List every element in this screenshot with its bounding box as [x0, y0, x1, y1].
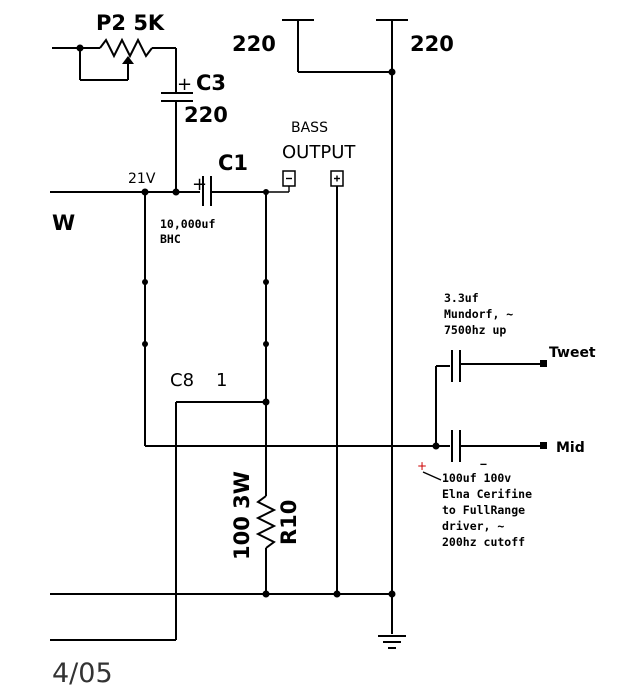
ground-bus [50, 590, 396, 598]
r10-value: 100 3W [230, 471, 254, 560]
bass-label: BASS [291, 120, 328, 136]
capacitor-tweeter [451, 350, 547, 382]
c1-plus: + [192, 174, 207, 195]
output-label: OUTPUT [282, 142, 356, 163]
tweeter-note-line-3: 7500hz up [444, 323, 506, 337]
c3-plus: + [177, 74, 192, 95]
mid-cap-plus-mark: + [417, 459, 427, 473]
w-label: W [52, 211, 75, 235]
potentiometer-p2 [52, 37, 177, 92]
date-label: 4/05 [52, 658, 113, 689]
mid-note-line-3: to FullRange [442, 503, 525, 517]
ground-icon [378, 635, 406, 649]
middle-vertical-wire [262, 189, 270, 496]
p2-label: P2 5K [96, 11, 165, 35]
mid-note-line-5: 200hz cutoff [442, 535, 525, 549]
capacitor-c3 [161, 92, 193, 192]
c3-name: C3 [196, 71, 226, 95]
crossover-wiring [432, 365, 450, 450]
top-capacitor-left [282, 19, 392, 73]
c1-type: BHC [160, 232, 181, 246]
tweeter-note-line-1: 3.3uf [444, 291, 479, 305]
resistor-r10 [255, 495, 277, 594]
c8-wire [50, 401, 266, 641]
mid-note-line-2: Elna Cerifine [442, 487, 532, 501]
c1-name: C1 [218, 151, 248, 175]
mid-label: Mid [556, 440, 585, 456]
top-cap-right-value: 220 [410, 32, 454, 56]
top-cap-left-value: 220 [232, 32, 276, 56]
top-capacitor-right [376, 19, 408, 634]
c1-value: 10,000uf [160, 217, 215, 231]
c8-pin-label: 1 [216, 370, 227, 391]
c8-label: C8 [170, 370, 194, 391]
r10-name: R10 [277, 500, 301, 545]
tweeter-label: Tweet [549, 345, 596, 361]
mid-cap-minus-mark: − [480, 457, 487, 471]
c3-value: 220 [184, 103, 228, 127]
capacitor-mid [451, 430, 547, 462]
bass-output-plus-terminal [330, 170, 344, 594]
capacitor-c1 [202, 176, 266, 206]
left-vertical-wire [142, 192, 436, 447]
voltage-label: 21V [128, 171, 156, 187]
note-leader [422, 471, 442, 481]
mid-note-line-4: driver, ~ [442, 519, 504, 533]
tweeter-note-line-2: Mundorf, ~ [444, 307, 513, 321]
mid-note-line-1: 100uf 100v [442, 471, 511, 485]
bass-output-minus-terminal [266, 170, 296, 193]
